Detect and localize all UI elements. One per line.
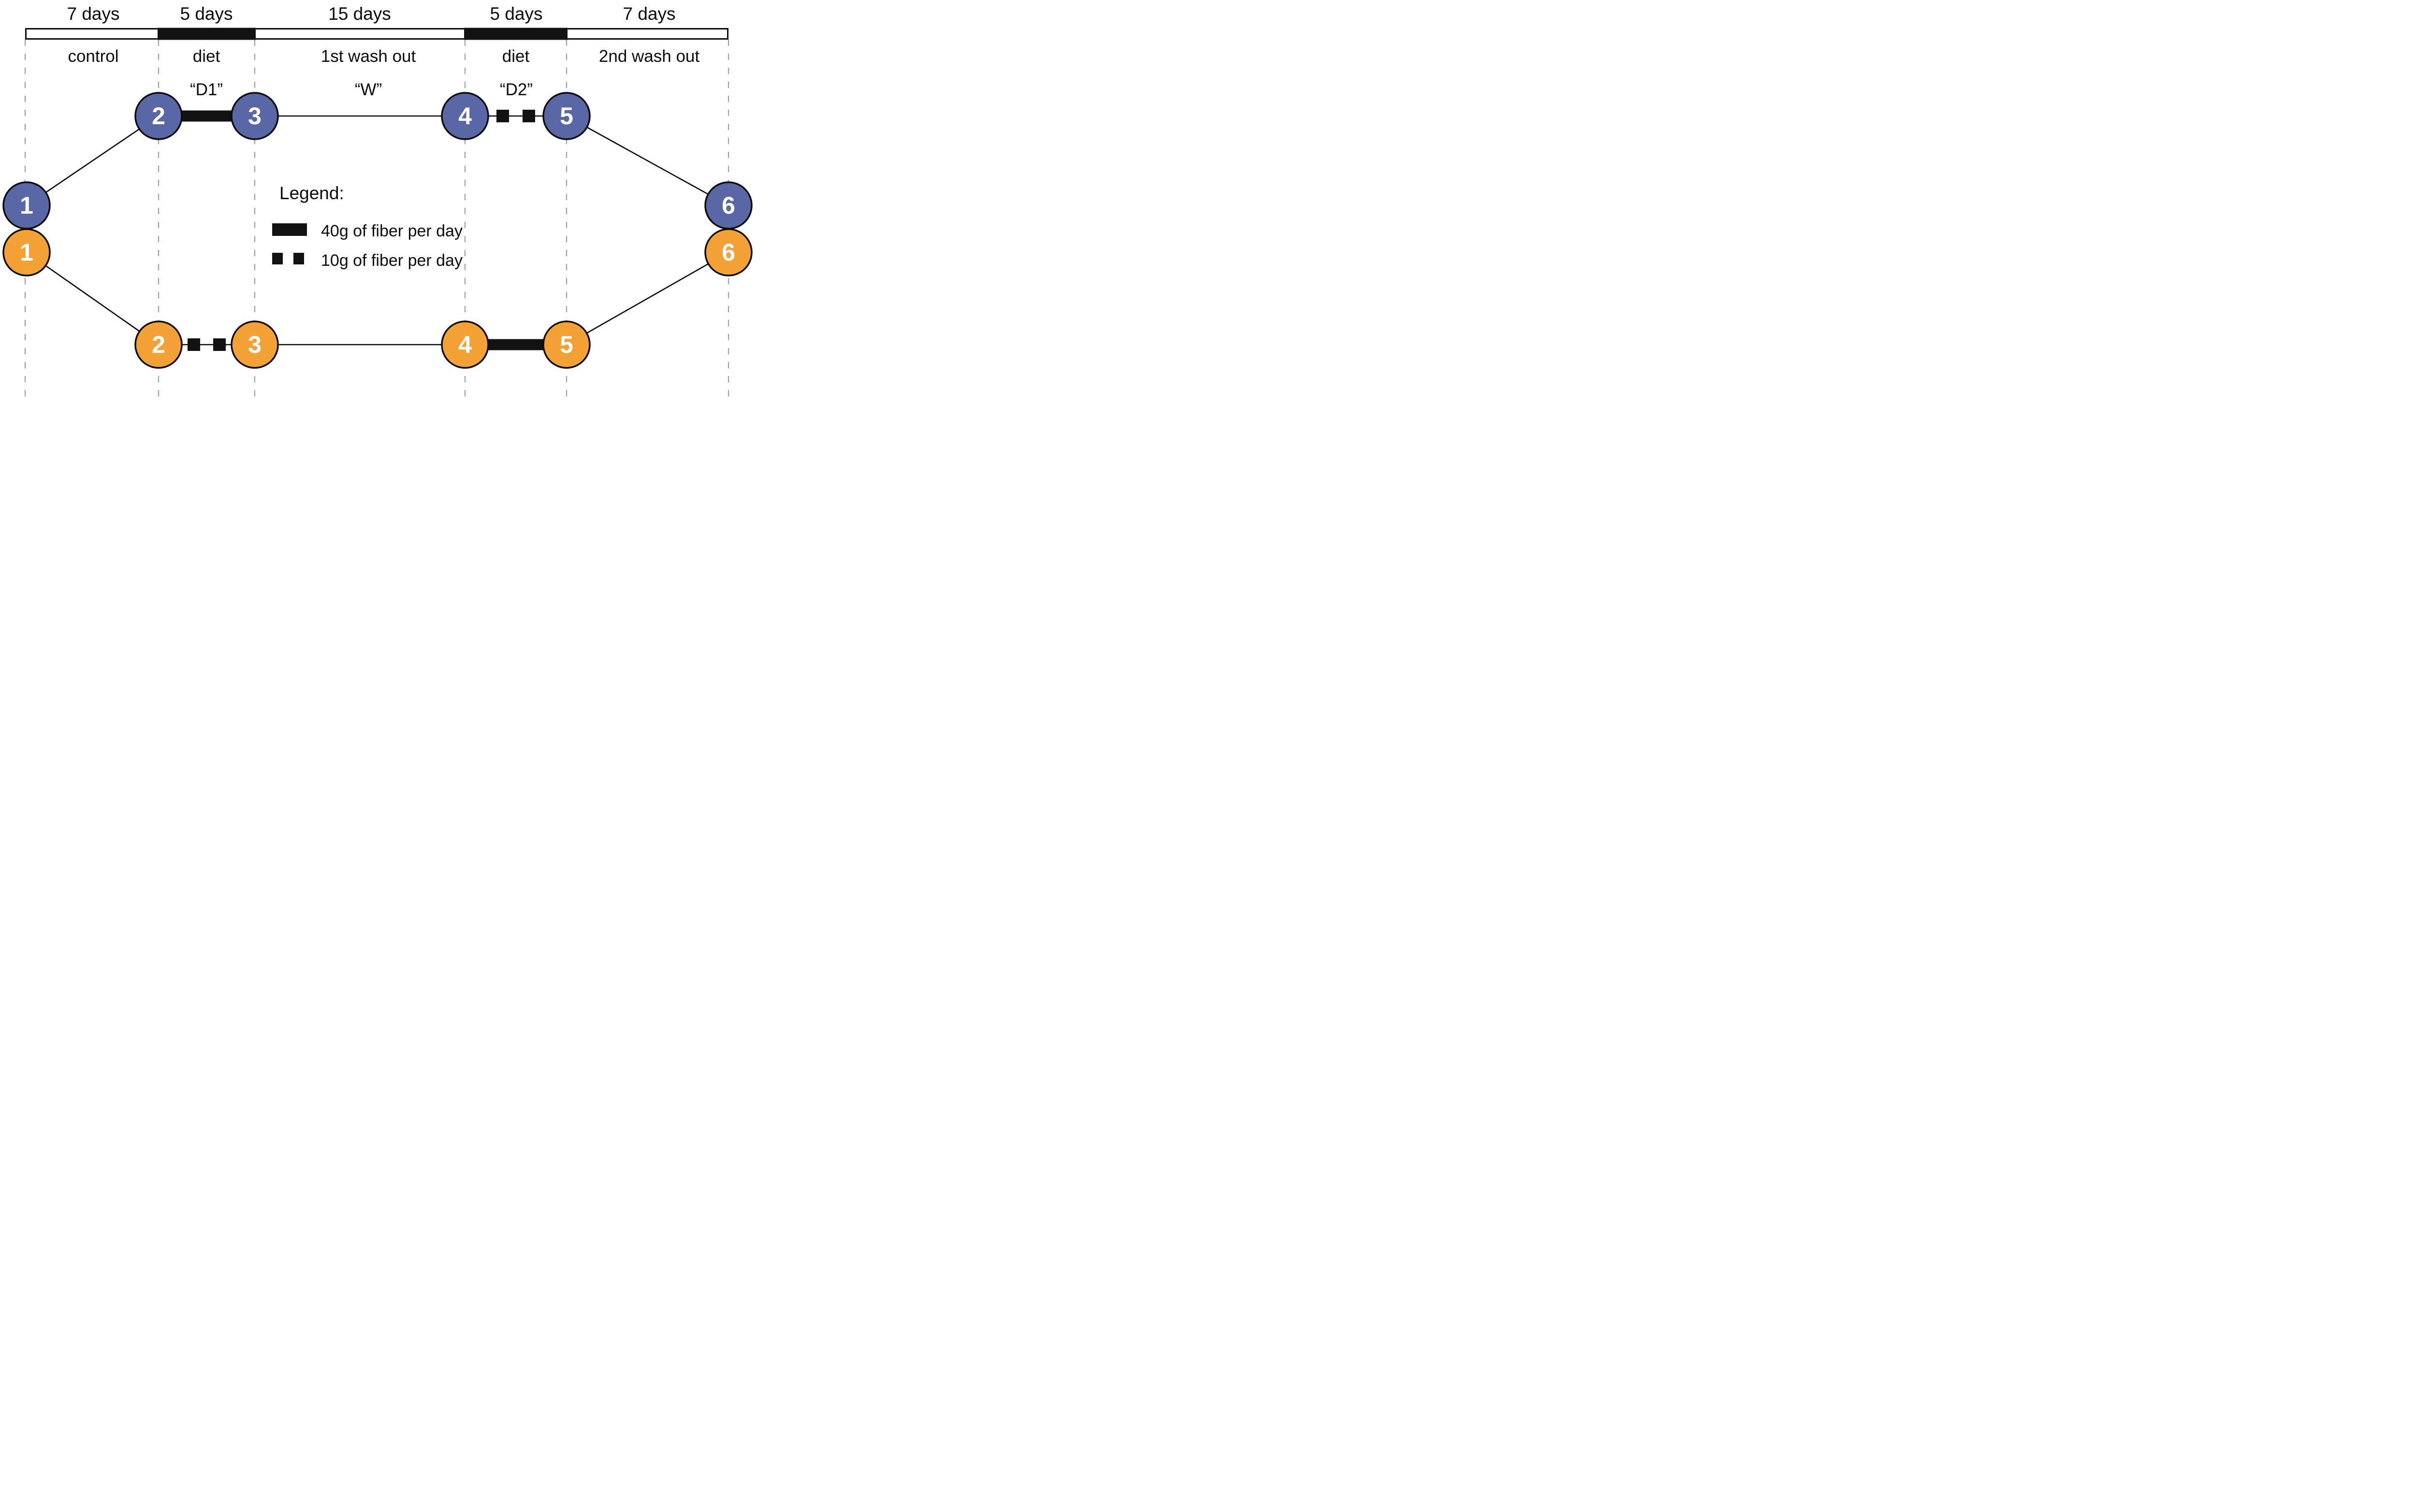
node-orange-1 — [2, 228, 51, 276]
duration-labels: 7 days 5 days 15 days 5 days 7 days — [67, 4, 675, 24]
duration-label-diet2: 5 days — [490, 4, 542, 24]
node-blue-2-label: 2 — [152, 102, 165, 130]
connector-orange-1-2 — [26, 251, 159, 346]
legend-square-swatch-a — [272, 253, 283, 264]
legend-title: Legend: — [279, 183, 344, 203]
connector-orange-5-6 — [566, 251, 729, 346]
node-blue-6-label: 6 — [722, 192, 735, 219]
high-dose-bar-blue-2-3 — [181, 110, 233, 122]
node-orange-3-label: 3 — [248, 331, 262, 358]
legend-item-40g-label: 40g of fiber per day — [321, 222, 463, 240]
blue-sequence-nodes: 1 2 3 4 5 6 — [2, 92, 753, 230]
code-label-d2: “D2” — [500, 80, 533, 99]
orange-sequence-connectors — [26, 251, 729, 351]
low-dose-square-orange-a — [188, 338, 200, 351]
node-orange-3 — [231, 320, 279, 369]
node-orange-6 — [704, 228, 753, 276]
phase-label-washout1: 1st wash out — [321, 47, 416, 66]
phase-label-control: control — [68, 47, 118, 66]
node-orange-1-label: 1 — [20, 239, 33, 266]
timeline-bar-frame — [25, 28, 728, 40]
phase-label-diet1: diet — [193, 47, 220, 66]
blue-sequence-connectors — [26, 110, 729, 206]
timeline-bar — [25, 28, 728, 40]
node-orange-2-label: 2 — [152, 331, 165, 358]
duration-label-washout1: 15 days — [328, 4, 391, 24]
legend: Legend: 40g of fiber per day 10g of fibe… — [272, 183, 463, 270]
node-blue-5 — [542, 92, 591, 140]
phase-label-diet2: diet — [502, 47, 530, 66]
node-orange-4-label: 4 — [458, 331, 472, 358]
study-design-figure: 7 days 5 days 15 days 5 days 7 days cont… — [0, 0, 758, 398]
phase-label-washout2: 2nd wash out — [599, 47, 699, 66]
figure-canvas: 7 days 5 days 15 days 5 days 7 days cont… — [2, 4, 753, 398]
legend-thick-bar-swatch — [272, 223, 307, 236]
node-blue-1-label: 1 — [20, 192, 33, 219]
timeline-diet1-segment — [158, 28, 256, 40]
orange-sequence-nodes: 1 2 3 4 5 6 — [2, 228, 753, 369]
high-dose-bar-orange-4-5 — [487, 339, 544, 350]
connector-blue-1-2 — [26, 115, 159, 206]
legend-item-10g-label: 10g of fiber per day — [321, 251, 463, 270]
node-blue-4-label: 4 — [458, 102, 472, 130]
node-orange-6-label: 6 — [722, 239, 735, 266]
code-label-d1: “D1” — [190, 80, 223, 99]
low-dose-square-orange-b — [213, 338, 226, 351]
node-blue-2 — [134, 92, 183, 140]
node-blue-5-label: 5 — [560, 102, 573, 130]
code-label-w: “W” — [355, 80, 382, 99]
duration-label-diet1: 5 days — [180, 4, 233, 24]
connector-blue-5-6 — [566, 115, 729, 206]
node-orange-5-label: 5 — [560, 331, 573, 358]
legend-square-swatch-b — [293, 253, 304, 264]
duration-label-control: 7 days — [67, 4, 119, 24]
node-orange-4 — [441, 320, 489, 369]
node-blue-3 — [231, 92, 279, 140]
period-code-labels: “D1” “W” “D2” — [190, 80, 533, 99]
node-orange-5 — [542, 320, 591, 369]
node-blue-4 — [441, 92, 489, 140]
timeline-diet2-segment — [464, 28, 568, 40]
node-blue-3-label: 3 — [248, 102, 262, 130]
duration-label-washout2: 7 days — [623, 4, 675, 24]
low-dose-square-blue-a — [496, 110, 509, 122]
node-orange-2 — [134, 320, 183, 369]
low-dose-square-blue-b — [523, 110, 535, 122]
phase-labels: control diet 1st wash out diet 2nd wash … — [68, 47, 699, 66]
